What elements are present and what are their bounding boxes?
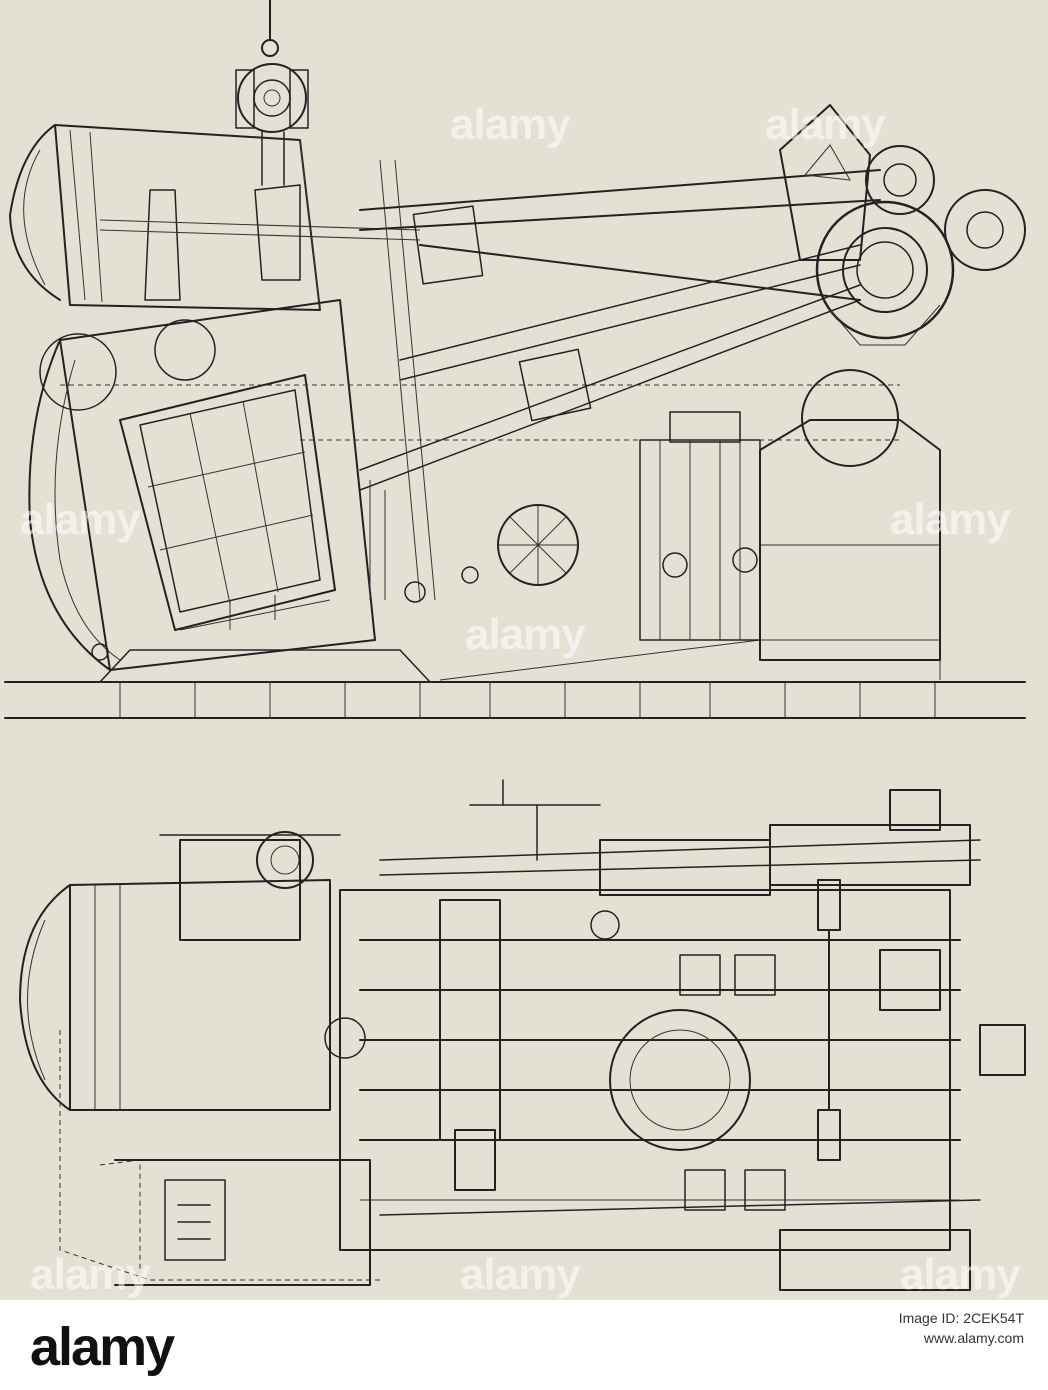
image-info: Image ID: 2CEK54T www.alamy.com — [899, 1308, 1024, 1348]
plan-cylinder-end — [19, 831, 366, 1111]
valve-gear — [369, 480, 758, 603]
engine-drawings — [4, 0, 1026, 1291]
site-url: www.alamy.com — [923, 1330, 1024, 1346]
footer-bar: alamy Image ID: 2CEK54T www.alamy.com — [0, 1300, 1048, 1390]
alamy-logo: alamy — [30, 1317, 175, 1377]
image-id: Image ID: 2CEK54T — [898, 1310, 1024, 1326]
plan-engine-frame — [339, 789, 1026, 1291]
steam-valve — [235, 0, 309, 186]
upper-cylinder — [9, 124, 421, 311]
crank-assembly — [779, 104, 1026, 346]
engraving-plate: alamy alamy alamy alamy alamy alamy alam… — [0, 0, 1048, 1300]
connecting-rods — [60, 159, 900, 601]
lower-cylinder — [28, 299, 376, 671]
plan-view-drawing — [19, 779, 1026, 1291]
right-housing — [639, 369, 941, 661]
side-elevation-drawing — [4, 0, 1026, 719]
